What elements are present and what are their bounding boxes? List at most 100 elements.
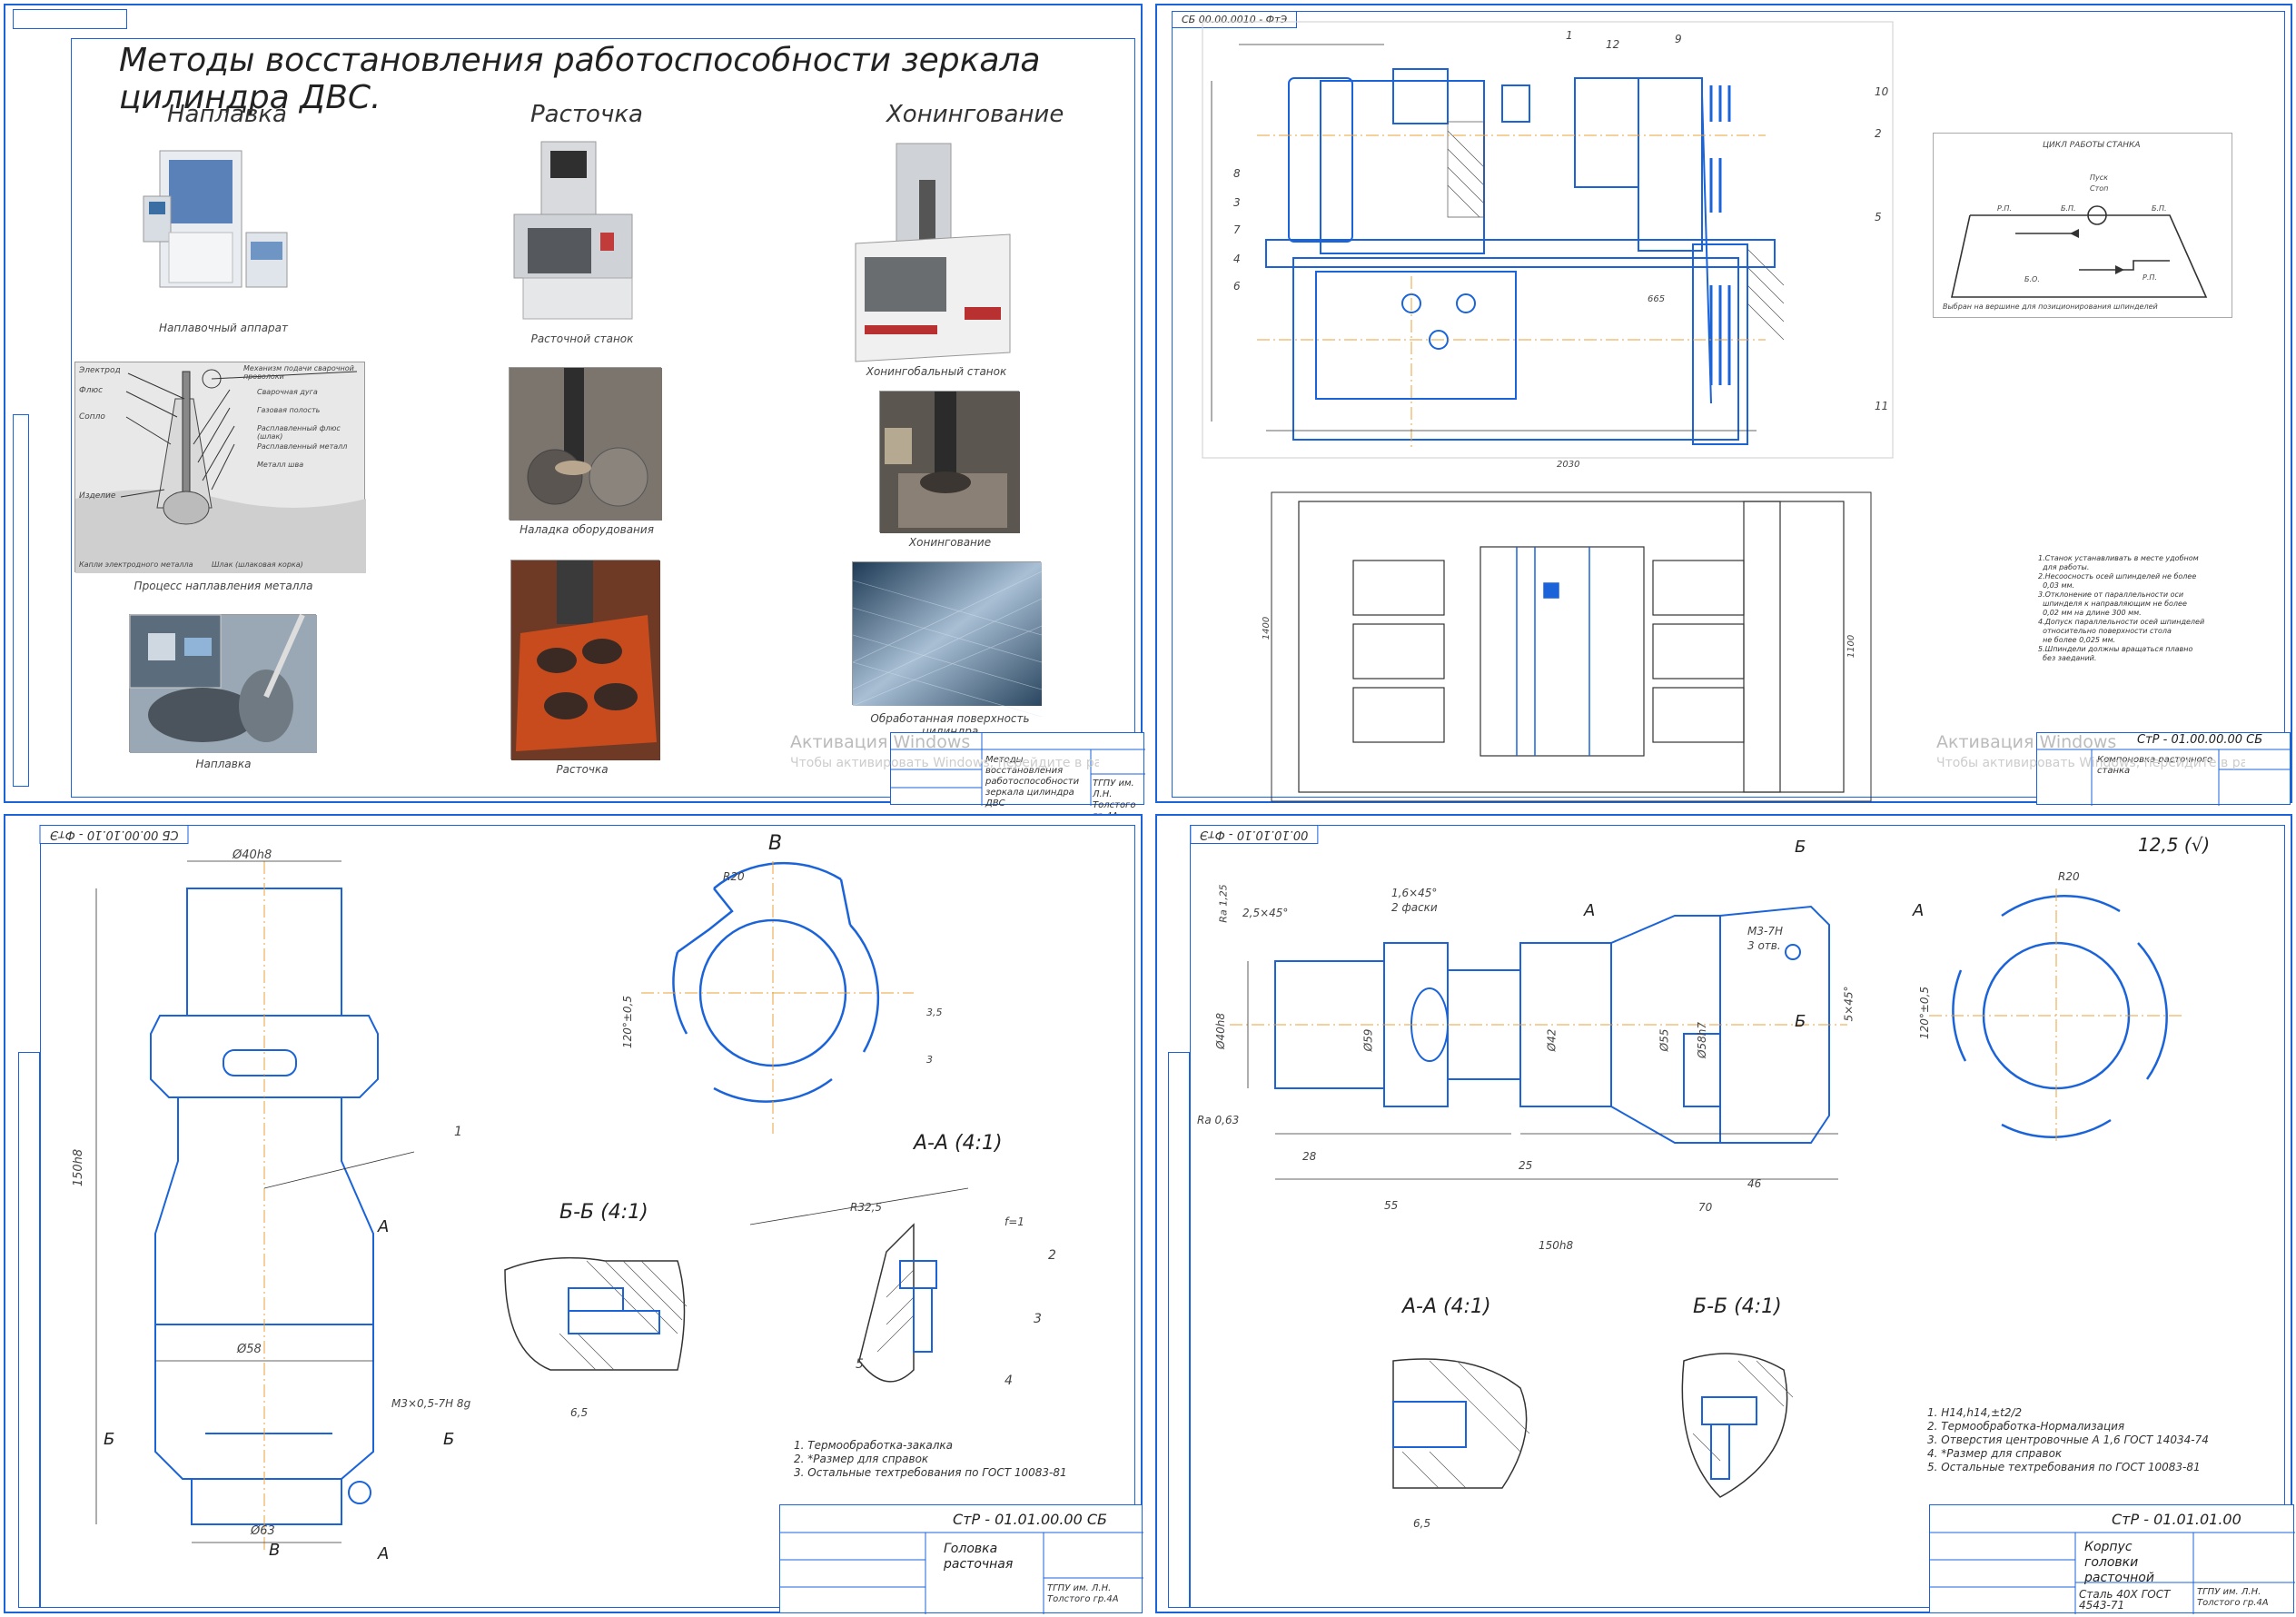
- callout-3: 3: [1233, 196, 1241, 209]
- drawing-code-tab: СБ 00.00.0010 - ФтЭ: [1172, 11, 1298, 28]
- caption-surfacing: Наплавка: [195, 758, 252, 770]
- column-heading-boring: Расточка: [530, 101, 643, 128]
- honing-image: [879, 391, 1020, 533]
- sheet-inner-frame: [1190, 825, 2285, 1608]
- section-aa-drawing: [749, 1187, 969, 1383]
- callout-5: 5: [856, 1357, 864, 1372]
- label-nozzle: Сопло: [79, 412, 105, 422]
- dim-ra063: Ra 0,63: [1197, 1114, 1240, 1126]
- label-molten-metal: Расплавленный металл: [257, 442, 348, 451]
- drawing-code-tab: 00.10.10.10 - ФтЭ: [1190, 825, 1319, 844]
- sheet-inner-frame: [1172, 11, 2285, 798]
- title-block: СтР - 01.00.00.00 СБ Компоновка расточно…: [2036, 732, 2291, 806]
- dim-r20: R20: [2058, 870, 2080, 883]
- dim-3-holes: 3 отв.: [1747, 939, 1781, 952]
- label-wire-feed: Механизм подачи сварочной проволоки: [243, 364, 354, 381]
- technical-notes: 1.Станок устанавливать в месте удобном д…: [2038, 554, 2205, 662]
- label-slag: Шлак (шлаковая корка): [212, 560, 303, 569]
- view-label-bb: Б-Б (4:1): [559, 1201, 648, 1224]
- cycle-label-rp2: Р.П.: [2143, 273, 2157, 282]
- callout-3: 3: [1034, 1312, 1042, 1326]
- body-end-view: [1929, 888, 2183, 1143]
- sheet-methods: Методы восстановления работоспособности …: [4, 4, 1145, 821]
- body-main-view: [1230, 905, 1847, 1180]
- boring-process-image: [510, 560, 660, 760]
- view-label-bb: Б-Б (4:1): [1693, 1295, 1782, 1318]
- dim-150: 150h8: [72, 1148, 86, 1187]
- section-marker-a-right: А: [1913, 901, 1925, 920]
- dim-665: 665: [1648, 294, 1666, 304]
- machine-front-view: [1202, 21, 1894, 459]
- technical-notes: 1. Н14,h14,±t2/2 2. Термообработка-Норма…: [1927, 1406, 2209, 1473]
- dim-6-5: 6,5: [570, 1406, 589, 1419]
- caption-honing-machine: Хонингобальный станок: [866, 365, 1007, 378]
- dim-f1: f=1: [1004, 1215, 1024, 1228]
- view-label-v: В: [768, 832, 783, 855]
- stamp-material: Сталь 40Х ГОСТ 4543-71: [2079, 1588, 2171, 1612]
- view-v-drawing: [641, 861, 914, 1134]
- drawing-code-tab: СБ 00.00.10.10 - ФтЭ: [40, 825, 189, 844]
- dim-150h8: 150h8: [1539, 1239, 1574, 1252]
- cycle-caption: Выбран на вершине для позиционирования ш…: [1943, 303, 2158, 311]
- equipment-setup-image: [509, 367, 662, 521]
- cycle-label-bo: Б.О.: [2024, 275, 2040, 283]
- surfacing-work-image: [129, 613, 317, 753]
- callout-1: 1: [454, 1125, 462, 1139]
- section-marker-b-top: Б: [1795, 838, 1806, 857]
- activation-watermark: Активация Windows: [1936, 732, 2117, 752]
- side-strip: [18, 1052, 40, 1608]
- sheet-inner-frame: [71, 38, 1135, 798]
- activation-watermark-sub: Чтобы активировать Windows, перейдите в …: [790, 756, 1099, 770]
- dim-1100: 1100: [1846, 634, 1857, 659]
- title-block: СтР - 01.01.01.00 Корпус головки расточн…: [1929, 1504, 2295, 1614]
- dim-d40: Ø40h8: [233, 848, 272, 862]
- stamp-code: СтР - 01.01.01.00: [2112, 1511, 2242, 1528]
- sheet-inner-frame: [40, 825, 1135, 1608]
- corner-tab: [13, 9, 127, 29]
- view-label-aa: А-А (4:1): [1402, 1295, 1491, 1318]
- title-block: СтР - 01.01.00.00 СБ Головка расточная Т…: [779, 1504, 1143, 1614]
- sheet-boring-head: СБ 00.00.10.10 - ФтЭ Ø40h8 150h8 Ø58 Ø63…: [4, 814, 1143, 1614]
- dim-3-5: 3,5: [926, 1007, 943, 1018]
- dim-thread-m3: М3-7Н: [1747, 925, 1783, 937]
- callout-4: 4: [1233, 253, 1241, 265]
- caption-boring: Расточка: [556, 763, 609, 776]
- callout-10: 10: [1875, 85, 1889, 98]
- cycle-stop: Стоп: [2090, 184, 2109, 193]
- dim-1400: 1400: [1262, 616, 1272, 640]
- honing-machine-image: [855, 143, 1011, 362]
- caption-welding-process: Процесс наплавления металла: [134, 580, 313, 592]
- stamp-org: ТГПУ им. Л.Н. Толстого гр.4А: [1047, 1583, 1119, 1604]
- dim-70: 70: [1698, 1201, 1713, 1214]
- activation-watermark-sub: Чтобы активировать Windows, перейдите в …: [1936, 756, 2245, 770]
- dim-d58: Ø58: [237, 1343, 262, 1356]
- dim-2030: 2030: [1557, 460, 1580, 470]
- dim-thread: М3×0,5-7Н 8g: [391, 1397, 471, 1410]
- activation-watermark: Активация Windows: [790, 732, 971, 752]
- section-bb-drawing: [504, 1256, 688, 1371]
- roughness-symbol: 12,5 (√): [2138, 834, 2211, 856]
- processed-surface-image: [852, 561, 1043, 718]
- section-marker-a-bottom: А: [378, 1544, 390, 1563]
- dim-chamfer-16: 1,6×45°: [1391, 887, 1438, 899]
- label-arc: Сварочная дуга: [257, 388, 318, 396]
- callout-1: 1: [1566, 29, 1573, 42]
- machine-top-view: [1271, 491, 1872, 802]
- section-marker-a-top: А: [378, 1217, 390, 1236]
- work-cycle-box: ЦИКЛ РАБОТЫ СТАНКА Пуск Стоп Б.П. Р.П. Б…: [1933, 133, 2232, 318]
- section-marker-b-right: Б: [443, 1430, 455, 1449]
- cycle-start: Пуск: [2090, 174, 2108, 182]
- cycle-title: ЦИКЛ РАБОТЫ СТАНКА: [2043, 141, 2141, 150]
- caption-surfacing-machine: Наплавочный аппарат: [158, 322, 289, 334]
- callout-12: 12: [1606, 38, 1620, 51]
- callout-2: 2: [1875, 127, 1882, 140]
- stamp-code: СтР - 01.01.00.00 СБ: [953, 1511, 1108, 1528]
- technical-notes: 1. Термообработка-закалка 2. *Размер для…: [794, 1439, 1067, 1479]
- label-weld-metal: Металл шва: [257, 461, 304, 469]
- dim-120deg: 120°±0,5: [1918, 986, 1932, 1040]
- label-workpiece: Изделие: [79, 491, 116, 501]
- callout-2: 2: [1048, 1248, 1056, 1263]
- dim-ra125: Ra 1,25: [1217, 884, 1230, 923]
- dim-28: 28: [1302, 1150, 1317, 1163]
- section-marker-b-bottom: Б: [1795, 1012, 1806, 1031]
